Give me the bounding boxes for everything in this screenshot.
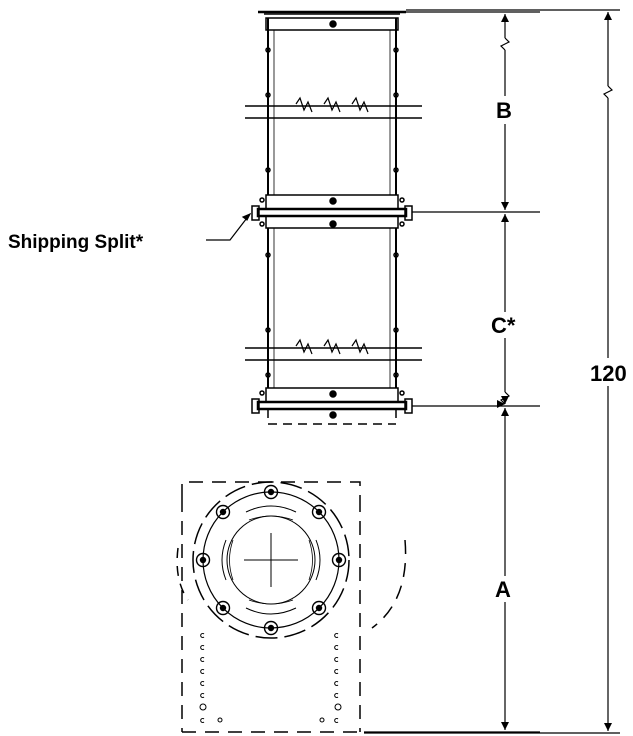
mounting-holes bbox=[199, 633, 342, 723]
dimension-c-label: C* bbox=[491, 313, 516, 338]
upper-duct-section bbox=[258, 10, 406, 195]
dimension-lines bbox=[364, 9, 620, 734]
bottom-flange bbox=[251, 387, 413, 425]
dimension-total-label: 120 bbox=[590, 361, 627, 386]
break-line-upper bbox=[245, 96, 422, 119]
round-flange-top-view bbox=[192, 481, 350, 639]
shipping-split-label: Shipping Split* bbox=[8, 232, 144, 253]
shipping-split-leader bbox=[206, 212, 252, 241]
dimension-a-label: A bbox=[495, 577, 511, 602]
dimension-b-label: B bbox=[496, 98, 512, 123]
shipping-split-flange bbox=[251, 194, 413, 229]
base-curve-right bbox=[371, 539, 407, 629]
base-curve-left bbox=[176, 547, 189, 601]
lower-duct-section bbox=[265, 228, 399, 388]
break-line-lower bbox=[245, 338, 422, 361]
